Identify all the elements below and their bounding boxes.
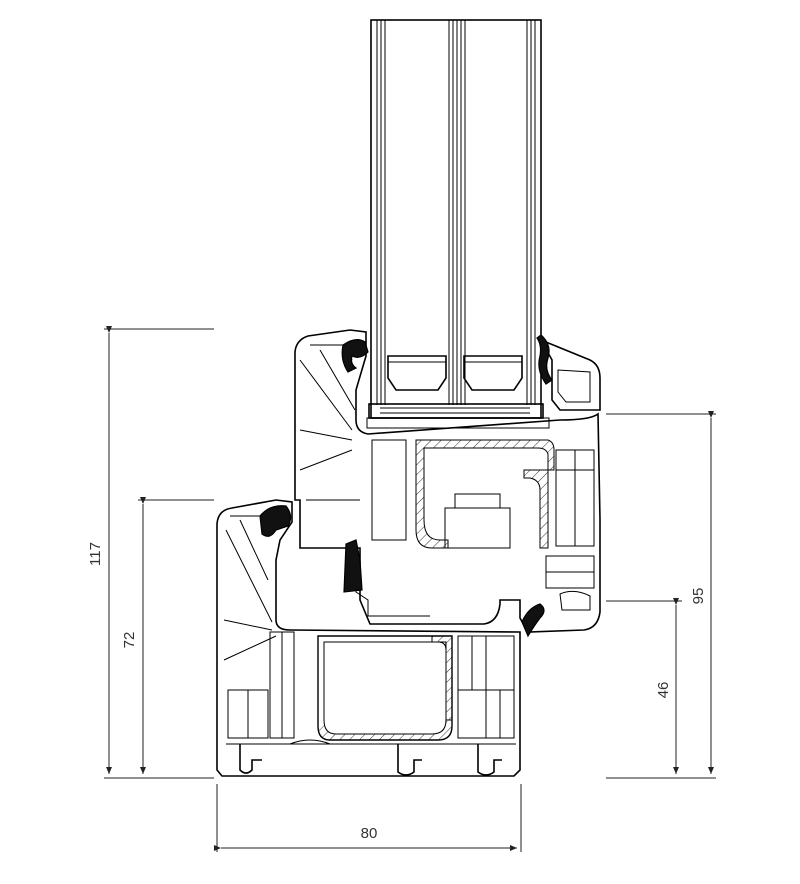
dim-label-95: 95 [690, 588, 707, 605]
frame-profile [216, 499, 521, 777]
glazing-unit [366, 19, 550, 429]
dimension-lines: 117 72 95 46 80 [87, 326, 716, 852]
dim-label-72: 72 [121, 632, 138, 649]
dim-label-117: 117 [87, 542, 104, 566]
sash-profile [294, 329, 601, 638]
dim-label-80: 80 [361, 825, 378, 842]
glazing-bead [536, 334, 601, 411]
dim-label-46: 46 [655, 682, 672, 699]
